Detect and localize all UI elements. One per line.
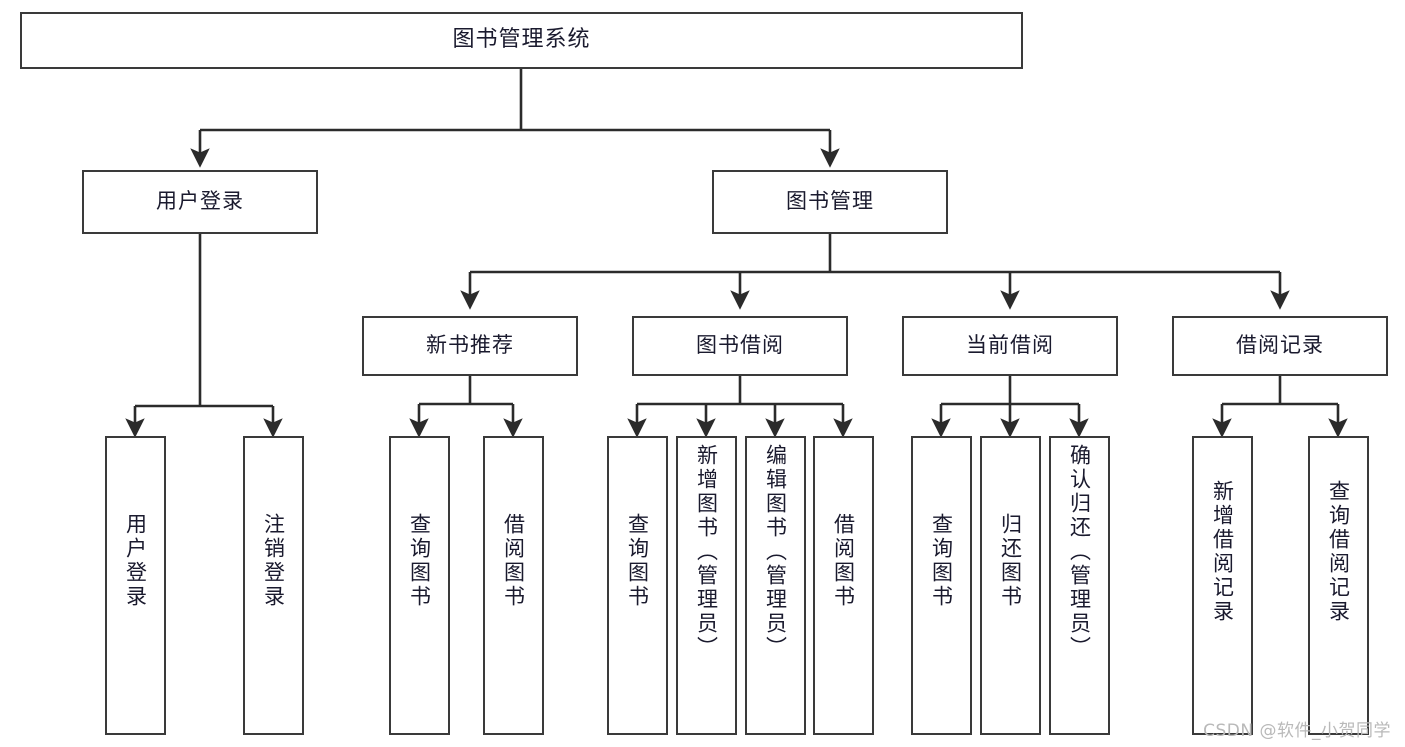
node-book-manage-label: 图书管理 bbox=[786, 189, 874, 214]
node-leaf-edit-book[interactable]: 编辑图书（管理员） bbox=[745, 436, 806, 735]
node-root-label: 图书管理系统 bbox=[452, 27, 591, 53]
node-leaf-logout-login[interactable]: 注销登录 bbox=[243, 436, 304, 735]
node-new-book-recommend[interactable]: 新书推荐 bbox=[362, 316, 578, 376]
node-leaf-borrow-book-2[interactable]: 借阅图书 bbox=[813, 436, 874, 735]
csdn-watermark: CSDN @软件_小贺同学 bbox=[1203, 721, 1391, 741]
node-leaf-add-record[interactable]: 新增借阅记录 bbox=[1192, 436, 1253, 735]
node-current-borrow-label: 当前借阅 bbox=[966, 333, 1054, 358]
node-leaf-query-record-label: 查询借阅记录 bbox=[1326, 480, 1351, 624]
node-leaf-return-book[interactable]: 归还图书 bbox=[980, 436, 1041, 735]
node-book-manage[interactable]: 图书管理 bbox=[712, 170, 948, 234]
node-leaf-borrow-book-1-label: 借阅图书 bbox=[501, 513, 526, 609]
node-leaf-query-book-1-label: 查询图书 bbox=[407, 513, 432, 609]
node-leaf-add-book[interactable]: 新增图书（管理员） bbox=[676, 436, 737, 735]
node-borrow-record-label: 借阅记录 bbox=[1236, 333, 1324, 358]
node-leaf-query-book-2[interactable]: 查询图书 bbox=[607, 436, 668, 735]
node-leaf-edit-book-label: 编辑图书（管理员） bbox=[763, 444, 788, 660]
node-root[interactable]: 图书管理系统 bbox=[20, 12, 1023, 69]
node-borrow-record[interactable]: 借阅记录 bbox=[1172, 316, 1388, 376]
node-leaf-add-record-label: 新增借阅记录 bbox=[1210, 480, 1235, 624]
node-leaf-query-book-2-label: 查询图书 bbox=[625, 513, 650, 609]
node-leaf-confirm-return-label: 确认归还（管理员） bbox=[1067, 444, 1092, 660]
node-leaf-borrow-book-2-label: 借阅图书 bbox=[831, 513, 856, 609]
node-leaf-confirm-return[interactable]: 确认归还（管理员） bbox=[1049, 436, 1110, 735]
node-user-login[interactable]: 用户登录 bbox=[82, 170, 318, 234]
node-leaf-add-book-label: 新增图书（管理员） bbox=[694, 444, 719, 660]
node-book-borrow[interactable]: 图书借阅 bbox=[632, 316, 848, 376]
node-leaf-user-login[interactable]: 用户登录 bbox=[105, 436, 166, 735]
node-leaf-user-login-label: 用户登录 bbox=[123, 513, 148, 609]
node-leaf-query-book-1[interactable]: 查询图书 bbox=[389, 436, 450, 735]
node-leaf-query-book-3[interactable]: 查询图书 bbox=[911, 436, 972, 735]
node-leaf-return-book-label: 归还图书 bbox=[998, 513, 1023, 609]
node-leaf-query-record[interactable]: 查询借阅记录 bbox=[1308, 436, 1369, 735]
node-book-borrow-label: 图书借阅 bbox=[696, 333, 784, 358]
node-leaf-logout-login-label: 注销登录 bbox=[261, 513, 286, 609]
node-leaf-borrow-book-1[interactable]: 借阅图书 bbox=[483, 436, 544, 735]
node-current-borrow[interactable]: 当前借阅 bbox=[902, 316, 1118, 376]
node-leaf-query-book-3-label: 查询图书 bbox=[929, 513, 954, 609]
node-user-login-label: 用户登录 bbox=[156, 189, 244, 214]
node-new-book-recommend-label: 新书推荐 bbox=[426, 333, 514, 358]
